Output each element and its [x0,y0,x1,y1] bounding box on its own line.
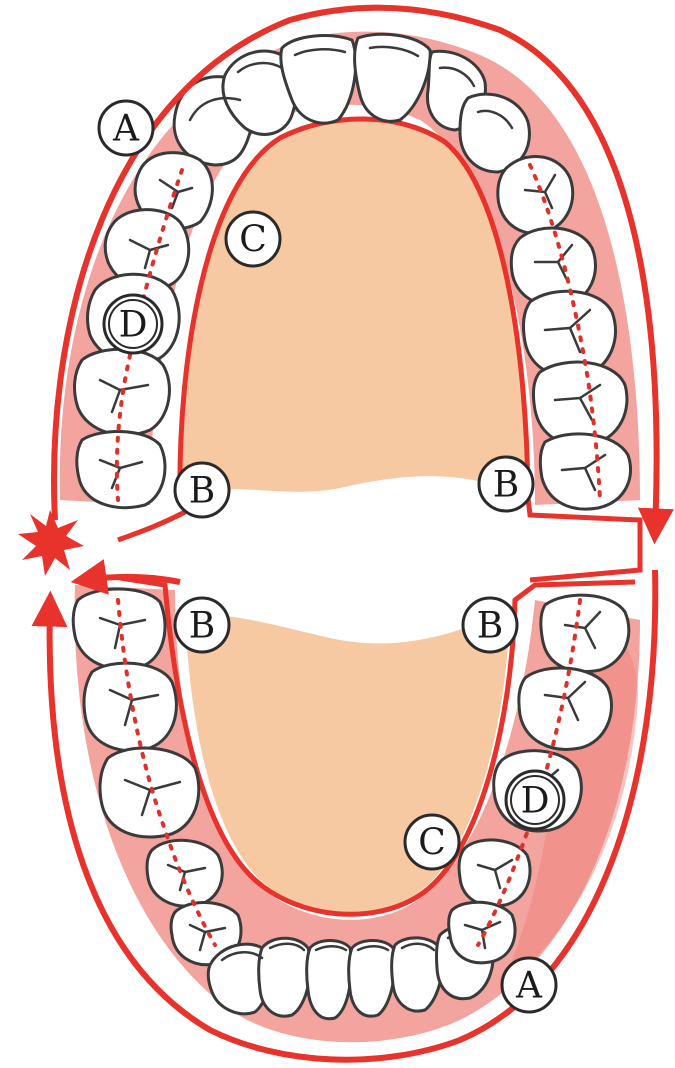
label-d-upper-text: D [119,305,148,346]
label-b-lower-left-text: B [189,606,215,647]
tooth [392,938,443,1011]
label-d-upper: D [104,295,162,353]
label-c-upper: C [226,212,280,266]
label-a-upper: A [99,101,153,155]
tooth [349,941,395,1017]
label-b-lower-right: B [463,598,517,652]
label-a-lower-text: A [515,966,543,1007]
label-b-lower-right-text: B [477,606,503,647]
label-d-lower-text: D [521,781,550,822]
tooth [541,595,629,671]
tooth [77,432,165,508]
upper-left-connector [118,512,185,540]
tooth [519,668,612,749]
tooth [498,156,573,233]
label-b-lower-left: B [175,598,229,652]
label-c-upper-text: C [239,220,267,261]
label-c-lower-text: C [418,823,446,864]
label-b-upper-left-text: B [189,471,215,512]
label-a-upper-text: A [112,109,140,150]
tooth [307,941,352,1019]
label-d-lower: D [506,771,564,829]
starburst-icon [18,510,84,576]
label-b-upper-right-text: B [493,465,519,506]
label-c-lower: C [405,815,459,869]
label-b-upper-left: B [175,463,229,517]
label-b-upper-right: B [479,457,533,511]
label-a-lower: A [502,958,556,1012]
